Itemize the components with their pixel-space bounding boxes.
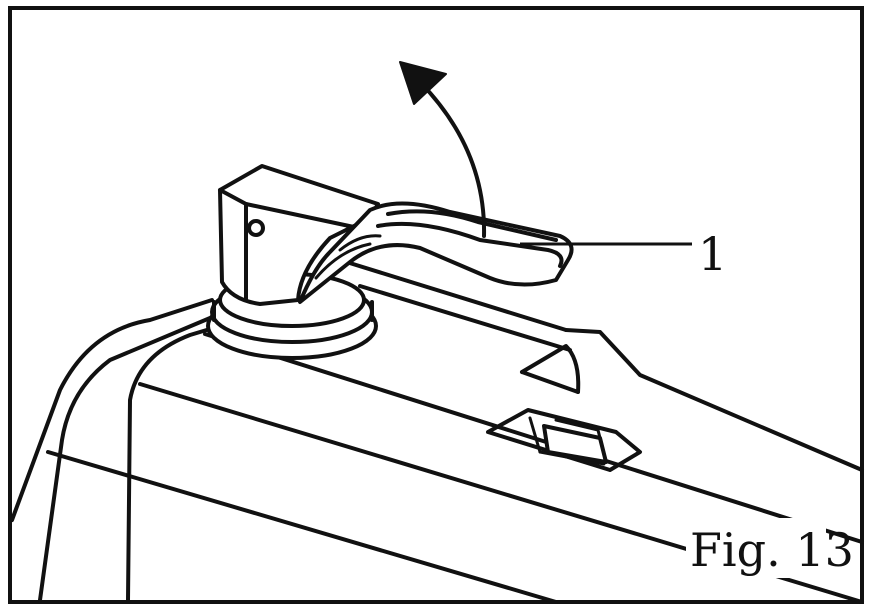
figure-caption: Fig. 13 — [690, 523, 854, 577]
caption-background — [686, 518, 826, 578]
figure-frame — [8, 6, 864, 604]
curved-arrow-up-left-icon — [399, 61, 487, 238]
callout-number: 1 — [698, 227, 727, 281]
lever-handle — [218, 164, 574, 306]
